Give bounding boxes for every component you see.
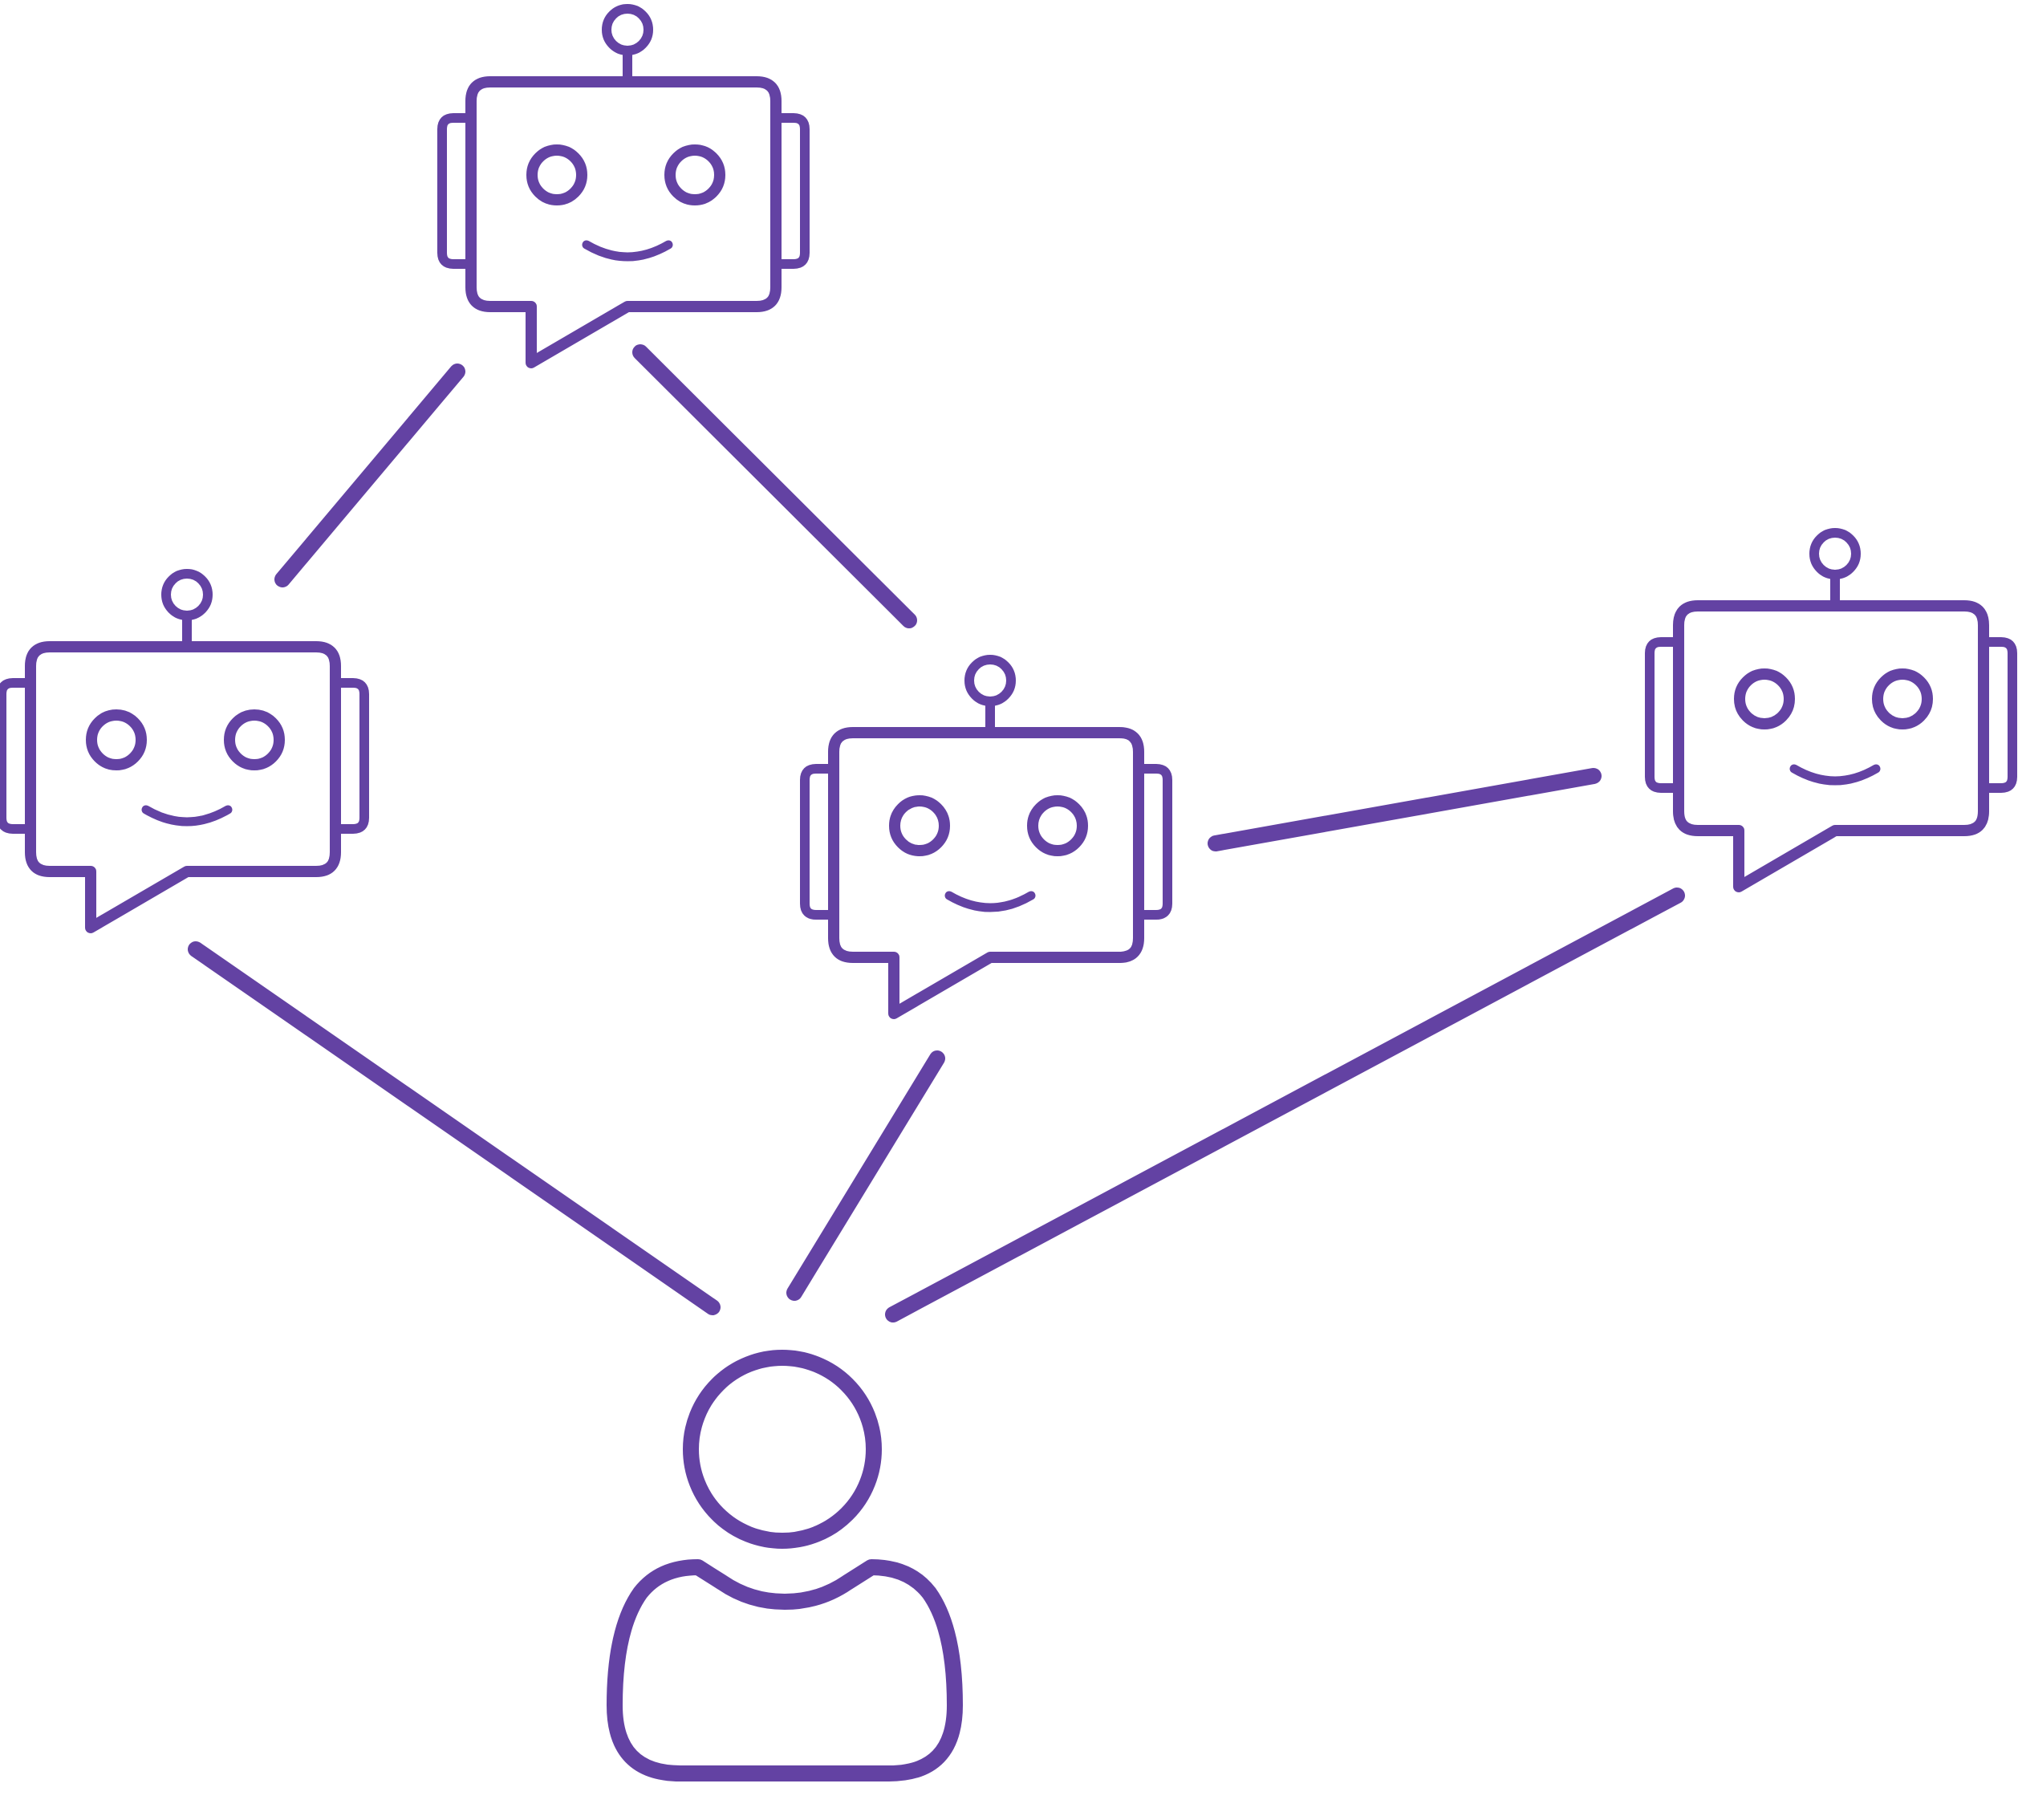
user-head-icon bbox=[683, 1350, 882, 1549]
edge-bot-top-to-bot-left bbox=[274, 364, 465, 587]
robot-chat-icon bbox=[1650, 533, 2012, 887]
edge-bot-right-to-user bbox=[885, 888, 1685, 1322]
robot-chat-icon bbox=[2, 574, 364, 928]
connections bbox=[188, 344, 1685, 1322]
robot-chat-icon bbox=[442, 9, 805, 363]
robot-chat-icon bbox=[805, 660, 1167, 1014]
edge-bot-center-to-bot-right bbox=[1208, 768, 1602, 851]
user-body-icon bbox=[607, 1559, 963, 1781]
user-icon bbox=[607, 1350, 963, 1781]
edge-bot-center-to-user bbox=[786, 1050, 945, 1301]
edge-bot-left-to-user bbox=[188, 941, 721, 1315]
edge-bot-top-to-bot-center bbox=[632, 344, 917, 628]
